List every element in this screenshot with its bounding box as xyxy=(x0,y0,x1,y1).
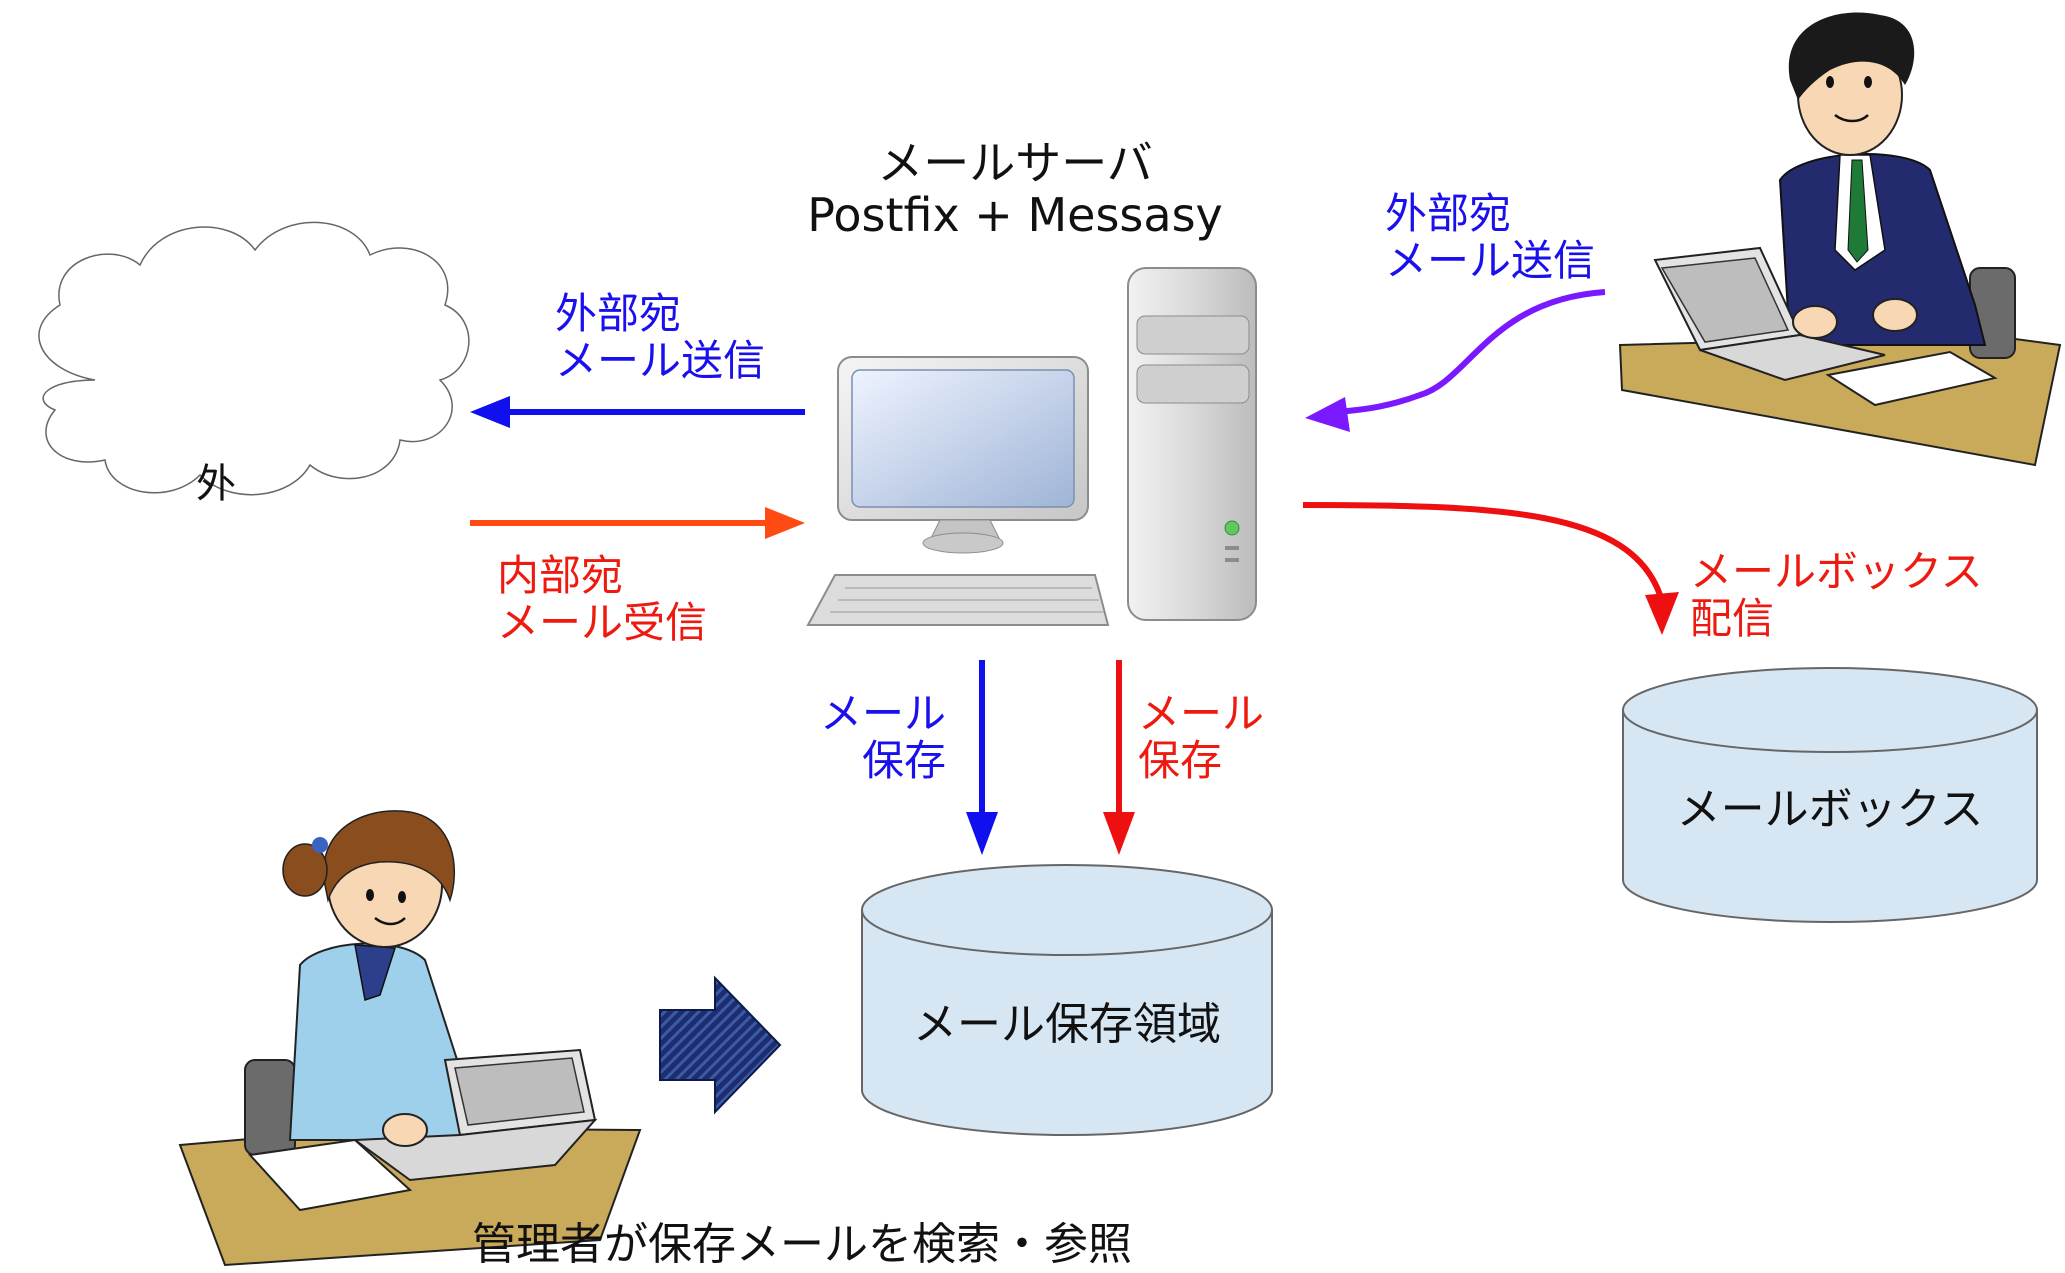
arrow-outbound-to-cloud xyxy=(470,396,805,428)
archive-storage-label: メール保存領域 xyxy=(862,999,1272,1050)
server-title-text: メールサーバ xyxy=(877,136,1153,190)
label-inbound-from-cloud: 内部宛 メール受信 xyxy=(497,552,707,646)
label-user-outbound-line2: メール送信 xyxy=(1385,236,1596,286)
server-software-text: Postfix + Messasy xyxy=(807,187,1223,242)
cloud-label-text: 外 xyxy=(196,461,236,507)
businessman-illustration xyxy=(1618,12,2062,467)
mailbox-storage-label: メールボックス xyxy=(1623,784,2037,835)
admin-access-arrow-icon xyxy=(659,975,782,1115)
label-outbound-to-cloud: 外部宛 メール送信 xyxy=(555,290,765,384)
label-user-outbound: 外部宛 メール送信 xyxy=(1385,190,1595,284)
label-archive-red-line2: 保存 xyxy=(1138,736,1223,786)
cloud xyxy=(38,221,470,496)
label-archive-red-line1: メール xyxy=(1138,689,1265,738)
arrow-user-outbound xyxy=(1305,289,1606,432)
mailbox-storage-cylinder xyxy=(1622,667,2038,923)
label-inbound-line2: メール受信 xyxy=(497,598,708,648)
label-outbound-line2: メール送信 xyxy=(555,336,766,386)
arrow-inbound-from-cloud xyxy=(470,507,805,539)
arrow-archive-red xyxy=(1103,660,1135,855)
label-user-outbound-line1: 外部宛 xyxy=(1385,189,1512,238)
archive-storage-text: メール保存領域 xyxy=(913,999,1221,1050)
label-mailbox-delivery-line2: 配信 xyxy=(1690,594,1775,644)
label-archive-blue-line1: メール xyxy=(820,689,947,738)
monitor-icon xyxy=(806,356,1110,626)
cloud-label: 外 xyxy=(196,462,236,507)
label-mailbox-delivery: メールボックス 配信 xyxy=(1690,548,1983,642)
server-icon xyxy=(1127,267,1257,621)
admin-caption: 管理者が保存メールを検索・参照 xyxy=(472,1219,1132,1270)
admin-caption-text: 管理者が保存メールを検索・参照 xyxy=(472,1219,1132,1270)
mailbox-storage-text: メールボックス xyxy=(1676,784,1984,835)
label-mailbox-delivery-line1: メールボックス xyxy=(1690,547,1983,596)
label-inbound-line1: 内部宛 xyxy=(497,551,624,600)
label-archive-blue: メール 保存 xyxy=(820,690,946,784)
server-title: メールサーバ Postfix + Messasy xyxy=(790,136,1240,242)
label-archive-blue-line2: 保存 xyxy=(862,736,947,786)
arrow-mailbox-delivery xyxy=(1302,502,1679,635)
label-outbound-line1: 外部宛 xyxy=(555,289,682,338)
admin-illustration xyxy=(178,810,642,1267)
label-archive-red: メール 保存 xyxy=(1138,690,1264,784)
arrow-archive-blue xyxy=(966,660,998,855)
archive-storage-cylinder xyxy=(861,864,1273,1136)
